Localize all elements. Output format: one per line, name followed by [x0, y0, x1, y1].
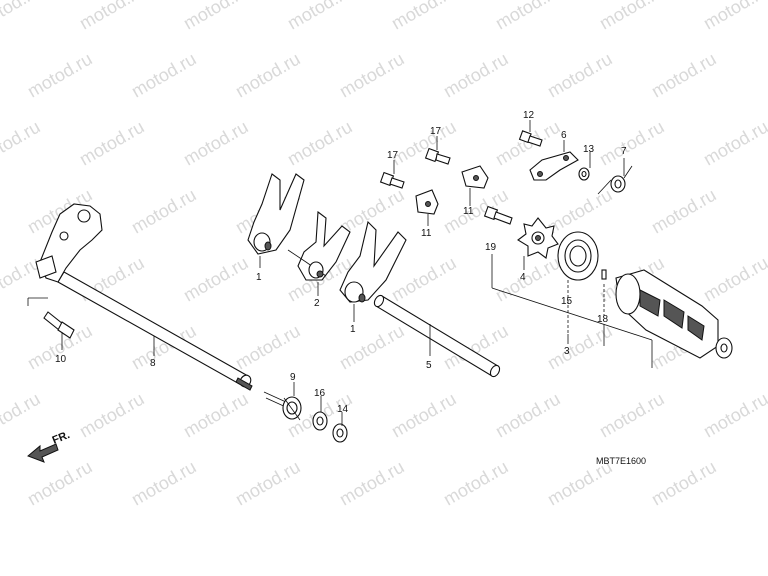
- part-washer: [332, 423, 348, 443]
- callout-16: 16: [314, 388, 326, 399]
- callout-1: 1: [350, 324, 356, 335]
- watermark-text: motod.ru: [544, 185, 616, 238]
- watermark-text: motod.ru: [232, 49, 304, 102]
- watermark-text: motod.ru: [648, 49, 720, 102]
- watermark-text: motod.ru: [24, 457, 96, 510]
- callout-9: 9: [290, 372, 296, 383]
- callout-12: 12: [523, 110, 535, 121]
- part-shift-fork-left: [247, 173, 305, 255]
- callout-3: 3: [564, 346, 570, 357]
- watermark-text: motod.ru: [648, 457, 720, 510]
- callout-17: 17: [430, 126, 442, 137]
- part-bolt-17-left: [379, 171, 405, 189]
- watermark-text: motod.ru: [180, 389, 252, 442]
- callout-labels: 1 2 1 5 8 10 9 16 14 11 11 17 17 12 6 13…: [55, 110, 627, 415]
- callout-19: 19: [485, 242, 497, 253]
- watermark-text: motod.ru: [388, 389, 460, 442]
- callout-11: 11: [421, 228, 432, 239]
- part-plate-11-left: [415, 189, 439, 215]
- watermark-text: motod.ru: [0, 117, 44, 170]
- callout-1: 1: [256, 272, 262, 283]
- diagram-code: MBT7E1600: [596, 456, 646, 466]
- watermark-text: motod.ru: [180, 253, 252, 306]
- assembly-lines: [27, 262, 653, 368]
- part-stopper-arm: [529, 151, 579, 181]
- callout-10: 10: [55, 354, 67, 365]
- watermark-text: motod.ru: [0, 253, 44, 306]
- watermark-text: motod.ru: [76, 117, 148, 170]
- part-bolt-17-right: [424, 147, 451, 165]
- part-shift-fork-center: [287, 210, 351, 281]
- callout-4: 4: [520, 272, 526, 283]
- callout-6: 6: [561, 130, 567, 141]
- watermark-text: motod.ru: [336, 321, 408, 374]
- front-arrow-icon: [27, 443, 59, 463]
- part-shift-drum: [615, 269, 733, 359]
- watermark-text: motod.ru: [440, 185, 512, 238]
- part-collar-13: [578, 167, 590, 181]
- watermark-text: motod.ru: [388, 253, 460, 306]
- leader-lines: [61, 120, 625, 426]
- watermark-text: motod.ru: [544, 321, 616, 374]
- callout-7: 7: [621, 146, 627, 157]
- watermark-text: motod.ru: [128, 457, 200, 510]
- watermark-text: motod.ru: [544, 49, 616, 102]
- callout-18: 18: [597, 314, 609, 325]
- callout-2: 2: [314, 298, 320, 309]
- front-arrow-label: FR.: [51, 429, 72, 447]
- watermark-text: motod.ru: [284, 0, 356, 33]
- part-drum-center: [517, 217, 559, 259]
- callout-14: 14: [337, 404, 349, 415]
- watermark-text: motod.ru: [596, 0, 668, 33]
- watermark-text: motod.ru: [388, 0, 460, 33]
- watermark-text: motod.ru: [440, 457, 512, 510]
- watermark-text: motod.ru: [0, 389, 44, 442]
- watermark-text: motod.ru: [336, 49, 408, 102]
- watermark-text: motod.ru: [336, 457, 408, 510]
- watermark-text: motod.ru: [492, 0, 564, 33]
- part-return-spring: [263, 391, 302, 421]
- part-fork-shaft: [373, 294, 501, 378]
- watermark-text: motod.ru: [232, 321, 304, 374]
- callout-11: 11: [463, 206, 474, 217]
- part-plate-11-right: [461, 165, 489, 189]
- part-collar: [312, 411, 328, 431]
- watermark-text: motod.ru: [232, 457, 304, 510]
- part-shift-shaft: [35, 203, 253, 391]
- watermark-text: motod.ru: [180, 117, 252, 170]
- watermark-text: motod.ru: [284, 117, 356, 170]
- watermark-text: motod.ru: [596, 117, 668, 170]
- watermark-text: motod.ru: [700, 0, 768, 33]
- part-dowel-pin: [601, 269, 607, 280]
- watermark-text: motod.ru: [492, 389, 564, 442]
- callout-8: 8: [150, 358, 156, 369]
- watermark-text: motod.ru: [492, 253, 564, 306]
- callout-5: 5: [426, 360, 432, 371]
- watermark-text: motod.ru: [24, 49, 96, 102]
- watermark-text: motod.ru: [180, 0, 252, 33]
- part-bearing: [557, 231, 599, 281]
- watermark-text: motod.ru: [700, 253, 768, 306]
- watermark-text: motod.ru: [700, 389, 768, 442]
- part-stud-bolt: [43, 311, 75, 339]
- watermark-text: motod.ru: [76, 389, 148, 442]
- watermark-text: motod.ru: [76, 0, 148, 33]
- callout-17: 17: [387, 150, 399, 161]
- watermark-text: motod.ru: [128, 49, 200, 102]
- watermark-text: motod.ru: [0, 0, 44, 33]
- callout-13: 13: [583, 144, 595, 155]
- watermark-text: motod.ru: [700, 117, 768, 170]
- watermark-text: motod.ru: [440, 49, 512, 102]
- front-direction-indicator: FR.: [27, 429, 72, 463]
- part-stopper-spring: [597, 165, 633, 195]
- callout-15: 15: [561, 296, 573, 307]
- watermark-text: motod.ru: [128, 185, 200, 238]
- watermark-text: motod.ru: [596, 389, 668, 442]
- part-bolt-19: [483, 205, 513, 225]
- watermark-text: motod.ru: [648, 185, 720, 238]
- part-bolt-12: [518, 130, 543, 147]
- part-shift-fork-right: [339, 220, 407, 303]
